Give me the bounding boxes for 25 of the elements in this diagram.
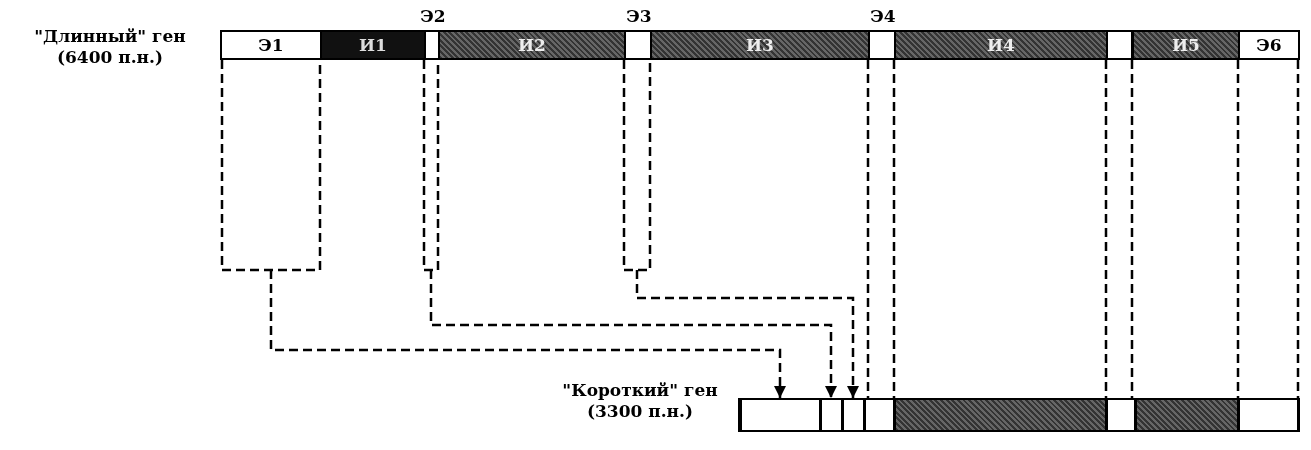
exon-segment [1106, 400, 1135, 430]
exon-segment [1106, 32, 1132, 58]
arrow [622, 58, 859, 400]
exon-segment [842, 400, 864, 430]
exon-label: Э3 [625, 6, 653, 26]
exon-segment [820, 400, 842, 430]
projection-lines [1104, 58, 1134, 400]
intron-segment [894, 400, 1106, 430]
intron-segment: И1 [320, 32, 424, 58]
intron-segment: И5 [1132, 32, 1238, 58]
arrow [422, 58, 837, 400]
arrow [220, 58, 786, 400]
intron-segment: И2 [438, 32, 624, 58]
exon-segment [740, 400, 820, 430]
exon-label: Э4 [869, 6, 897, 26]
exon-segment [864, 400, 894, 430]
gene-label: "Длинный" ген (6400 п.н.) [33, 26, 187, 69]
exon-label: Э2 [419, 6, 447, 26]
intron-segment: И3 [650, 32, 868, 58]
exon-segment [1238, 400, 1298, 430]
projection-lines [866, 58, 896, 400]
intron-segment: И4 [894, 32, 1106, 58]
projection-lines [1236, 58, 1300, 400]
gene-label: "Короткий" ген (3300 п.н.) [561, 380, 719, 423]
intron-segment [1135, 400, 1238, 430]
